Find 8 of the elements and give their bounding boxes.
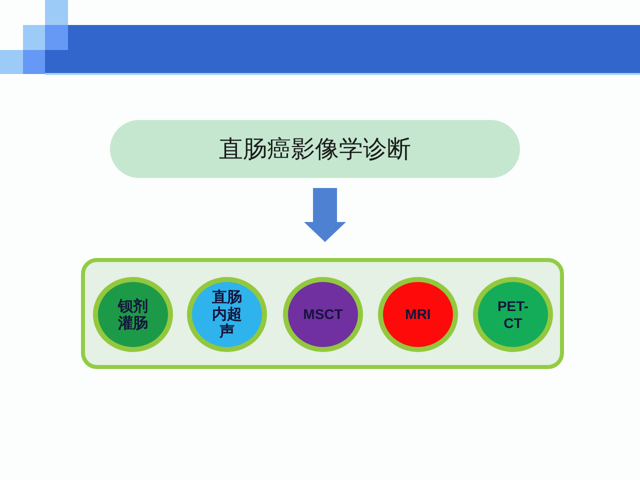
group-panel	[81, 258, 564, 369]
method-label: PET-CT	[496, 298, 530, 332]
method-label: 钡剂灌肠	[118, 298, 148, 332]
heading-text: 直肠癌影像学诊断	[219, 135, 411, 165]
method-label: MSCT	[303, 306, 343, 323]
method-label: 直肠内超声	[212, 289, 242, 340]
method-label: MRI	[405, 306, 431, 323]
block-arrow	[304, 188, 346, 242]
